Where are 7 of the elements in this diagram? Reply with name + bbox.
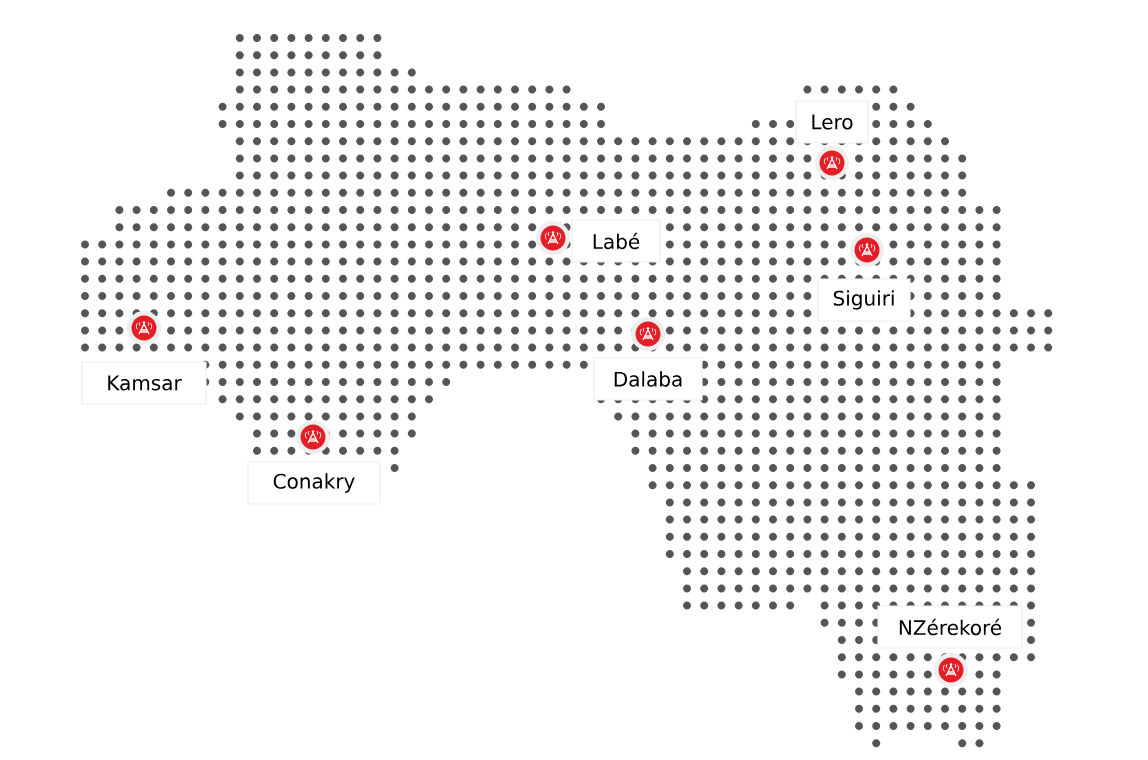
city-label: Conakry [247, 461, 381, 505]
city-label: NZérekoré [877, 605, 1023, 649]
city-label: Siguiri [817, 278, 911, 322]
city-label: Labé [571, 219, 661, 263]
city-label: Dalaba [593, 357, 703, 401]
city-label: Lero [795, 100, 869, 144]
city-label: Kamsar [81, 361, 207, 405]
